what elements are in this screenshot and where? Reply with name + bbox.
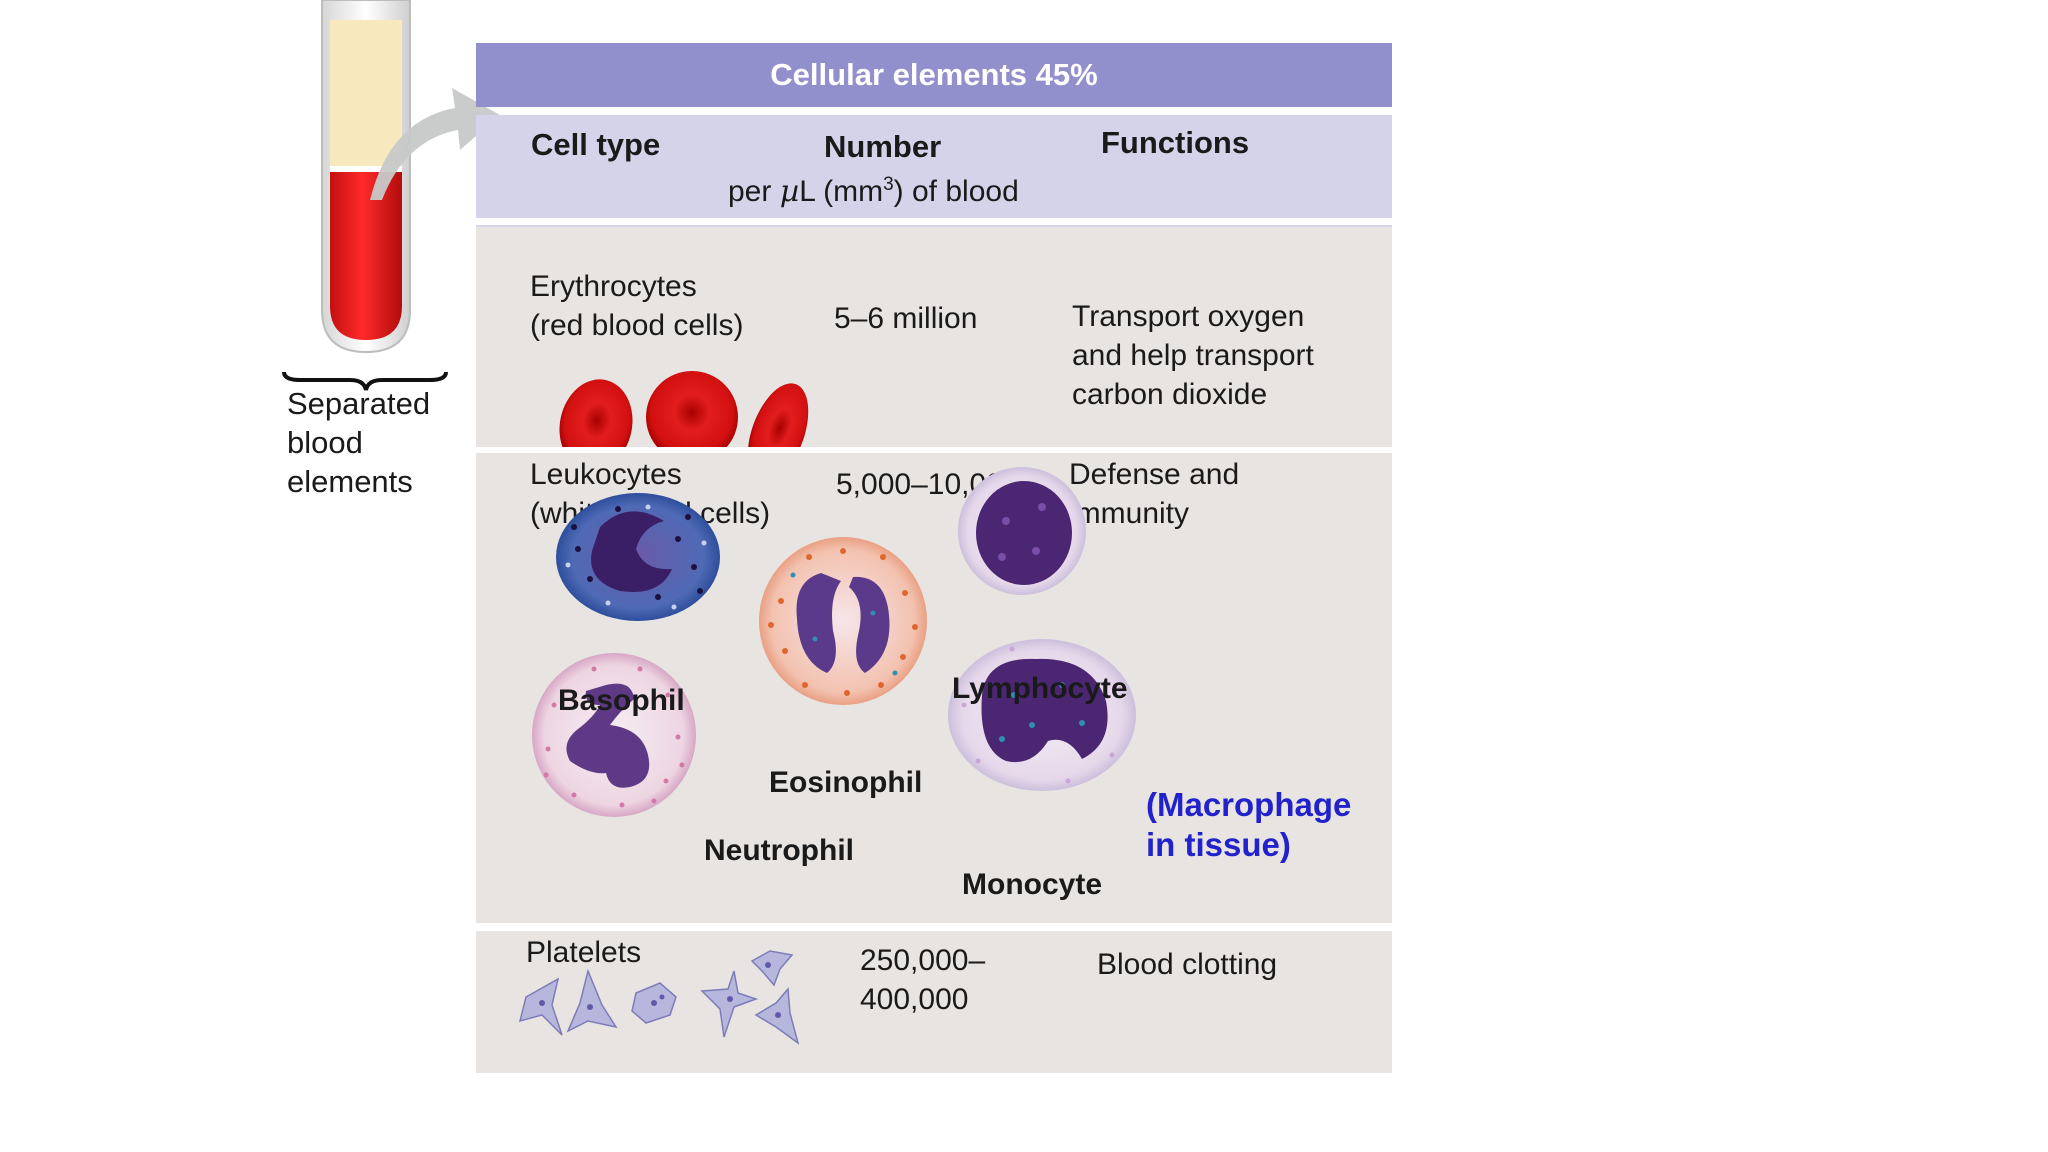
header-number: Number <box>824 129 942 164</box>
red-blood-cell <box>646 371 738 453</box>
row-divider <box>476 923 1392 930</box>
leukocytes-function: Defense and immunity <box>1069 458 1240 530</box>
eosinophil-label: Eosinophil <box>769 766 923 799</box>
basophil-cell <box>556 493 720 621</box>
row-divider <box>476 218 1392 225</box>
cells-layer <box>330 170 402 340</box>
test-tube-illustration <box>321 0 411 354</box>
platelet <box>700 970 759 1038</box>
platelets-illustration <box>518 950 800 1045</box>
monocyte-cell <box>948 639 1136 791</box>
neutrophil-cell <box>532 653 696 817</box>
erythrocytes-name: Erythrocytes (red blood cells) <box>530 270 744 342</box>
erythrocytes-function: Transport oxygen and help transport carb… <box>1072 300 1314 411</box>
cellular-elements-table: Cellular elements 45% Cell type Number p… <box>476 43 1392 1073</box>
lymphocyte-cell <box>958 467 1086 595</box>
platelets-function: Blood clotting <box>1097 948 1278 981</box>
table-row-leukocytes: Leukocytes (white blood cells) 5,000–10,… <box>476 453 1392 923</box>
header-functions: Functions <box>1101 125 1250 160</box>
platelet <box>750 950 794 987</box>
arrow-icon <box>370 88 500 200</box>
row-divider <box>476 447 1392 454</box>
separated-blood-elements-label: Separated blood elements <box>287 386 431 499</box>
banner-title: Cellular elements 45% <box>476 43 1392 107</box>
lymphocyte-label: Lymphocyte <box>952 672 1128 705</box>
white-blood-cells-illustration <box>532 467 1136 817</box>
platelets-name: Platelets <box>526 936 642 969</box>
table-row-platelets: Platelets 250,000– 400,000 Blood clottin… <box>476 931 1392 1073</box>
table-row-erythrocytes: Erythrocytes (red blood cells) 5–6 milli… <box>476 227 1392 453</box>
eosinophil-cell <box>759 537 927 705</box>
neutrophil-label: Neutrophil <box>704 834 854 867</box>
platelets-number: 250,000– 400,000 <box>860 944 986 1016</box>
plasma-layer <box>330 20 402 170</box>
red-blood-cell <box>747 383 809 453</box>
platelet <box>518 977 563 1036</box>
macrophage-note: (Macrophage in tissue) <box>1146 786 1352 863</box>
basophil-label: Basophil <box>558 684 685 717</box>
monocyte-label: Monocyte <box>962 868 1103 901</box>
header-number-unit: per µL (mm3) of blood <box>728 174 1019 209</box>
platelet <box>566 968 618 1033</box>
header-cell-type: Cell type <box>531 127 661 162</box>
erythrocytes-number: 5–6 million <box>834 302 978 335</box>
red-blood-cells-illustration <box>559 371 809 453</box>
brace-icon <box>282 371 448 391</box>
red-blood-cell <box>559 379 633 453</box>
